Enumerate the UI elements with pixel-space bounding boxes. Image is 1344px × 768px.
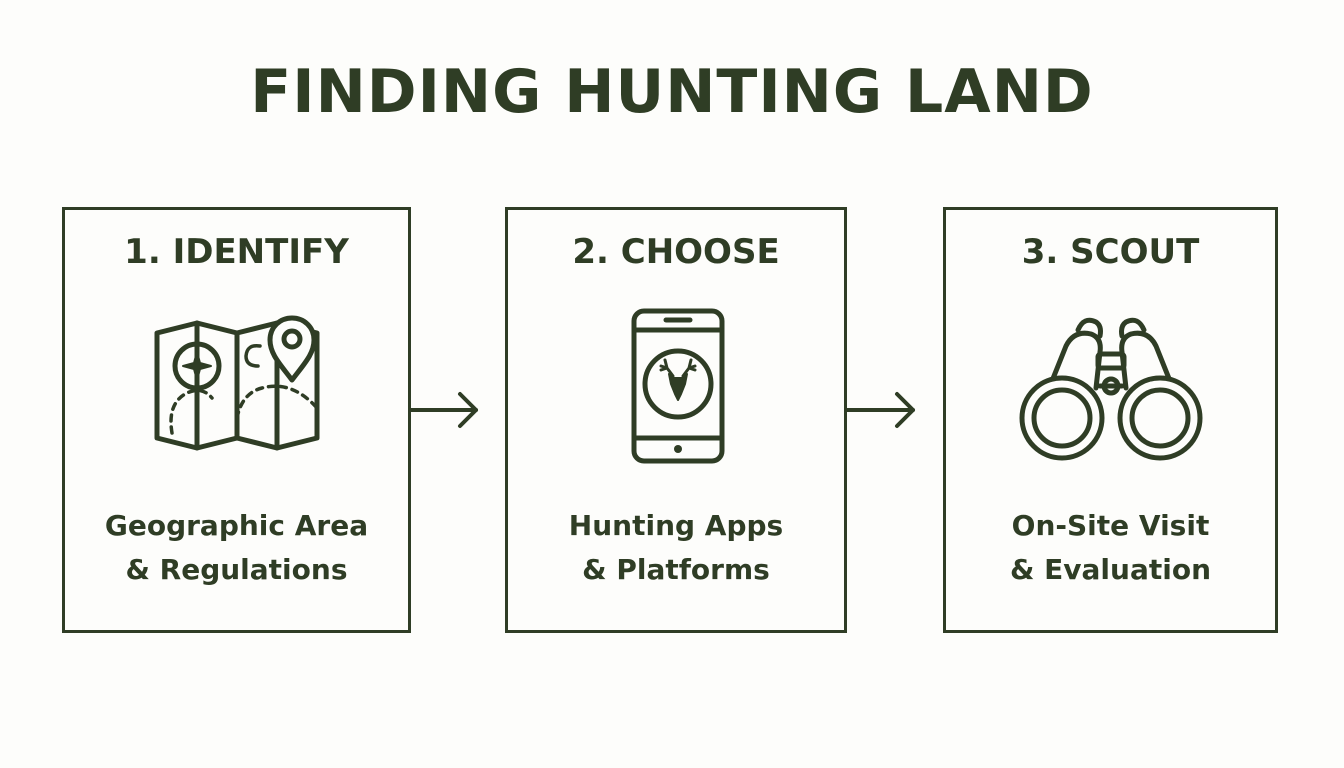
step-title: 2. CHOOSE <box>572 232 780 272</box>
step-description: On-Site Visit & Evaluation <box>946 504 1275 592</box>
step-title: 1. IDENTIFY <box>124 232 349 272</box>
step-identify-card: 1. IDENTIFY Geographic Area & Regulation… <box>62 207 411 633</box>
step-description-line: & Regulations <box>125 553 348 586</box>
step-title: 3. SCOUT <box>1021 232 1200 272</box>
page-title: FINDING HUNTING LAND <box>250 57 1094 127</box>
smartphone-deer-app-icon <box>631 308 725 464</box>
step-description-line: On-Site Visit <box>1011 509 1210 542</box>
step-description-line: & Evaluation <box>1009 553 1212 586</box>
arrow-right-icon <box>847 392 915 428</box>
step-description-line: & Platforms <box>582 553 770 586</box>
step-description: Geographic Area & Regulations <box>65 504 408 592</box>
step-scout-card: 3. SCOUT On-Site Visit & Evaluation <box>943 207 1278 633</box>
step-description: Hunting Apps & Platforms <box>508 504 844 592</box>
arrow-right-icon <box>410 392 478 428</box>
step-description-line: Geographic Area <box>104 509 369 542</box>
step-description-line: Hunting Apps <box>568 509 784 542</box>
step-choose-card: 2. CHOOSE Hunting Apps & Platforms <box>505 207 847 633</box>
map-with-location-pin-icon <box>154 315 319 451</box>
binoculars-icon <box>1019 317 1202 461</box>
